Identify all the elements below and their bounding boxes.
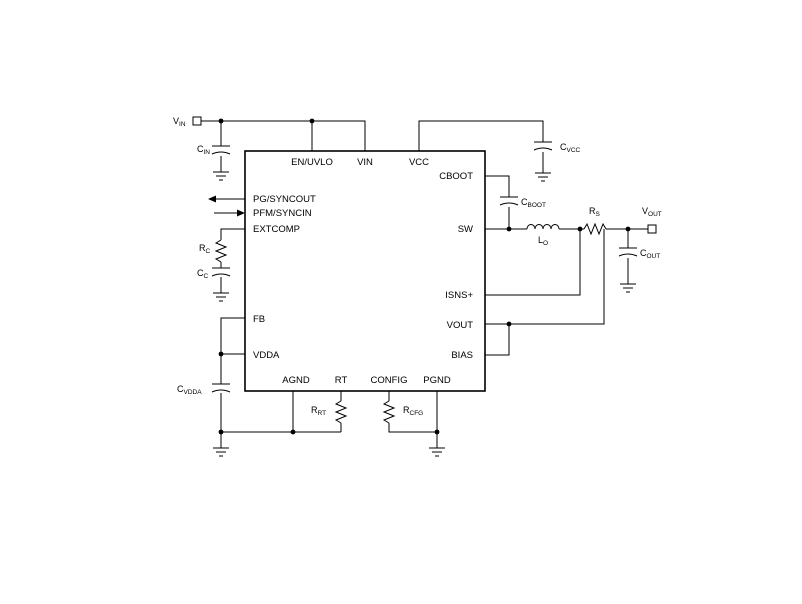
resistor-rc: RC: [199, 239, 228, 263]
ground-icon: [213, 292, 229, 302]
svg-text:CC: CC: [197, 268, 209, 280]
extcomp-wiring: [220, 228, 245, 293]
ic-body: [244, 150, 486, 392]
pin-vin: VIN: [357, 157, 373, 168]
ground-icon: [213, 447, 229, 457]
config-pgnd-wiring: [388, 391, 440, 448]
capacitor-cvdda: CVDDA: [177, 383, 231, 396]
arrow-left-icon: [208, 195, 245, 203]
pin-isns: ISNS+: [445, 290, 473, 301]
ground-icon: [535, 172, 551, 182]
pin-vdda: VDDA: [253, 350, 280, 361]
vin-terminal: VIN: [173, 116, 202, 128]
capacitor-cout: COUT: [618, 247, 660, 260]
capacitor-cboot: CBOOT: [499, 196, 546, 209]
resistor-rcfg: RCFG: [382, 400, 423, 424]
capacitor-cvcc: CVCC: [533, 141, 581, 154]
pin-sw: SW: [458, 224, 473, 235]
pin-extcomp: EXTCOMP: [253, 224, 300, 235]
svg-text:RC: RC: [199, 243, 211, 255]
svg-text:CIN: CIN: [197, 144, 210, 156]
capacitor-cin: CIN: [197, 144, 231, 156]
svg-text:CVCC: CVCC: [560, 142, 581, 154]
pin-en-uvlo: EN/UVLO: [291, 157, 333, 168]
output-wiring: [485, 226, 648, 356]
svg-text:LO: LO: [538, 235, 548, 247]
arrow-right-icon: [214, 209, 245, 217]
pin-vout: VOUT: [447, 320, 474, 331]
pin-agnd: AGND: [282, 375, 310, 386]
pin-fb: FB: [253, 314, 265, 325]
svg-text:VOUT: VOUT: [642, 206, 662, 218]
svg-text:COUT: COUT: [640, 248, 660, 260]
pin-vcc: VCC: [409, 157, 429, 168]
ground-icon: [213, 171, 229, 181]
capacitor-cc: CC: [197, 267, 231, 280]
inductor-lo: LO: [526, 224, 560, 247]
vcc-wiring: [418, 120, 544, 173]
resistor-rrt: RRT: [311, 400, 348, 424]
pin-rt: RT: [335, 375, 348, 386]
pin-pfm-syncin: PFM/SYNCIN: [253, 208, 312, 219]
pin-bias: BIAS: [451, 350, 473, 361]
pin-pg-syncout: PG/SYNCOUT: [253, 194, 316, 205]
ground-icon: [429, 447, 445, 457]
pin-pgnd: PGND: [423, 375, 451, 386]
svg-text:CBOOT: CBOOT: [521, 197, 546, 209]
cboot-wiring: [485, 175, 510, 229]
svg-text:VIN: VIN: [173, 116, 186, 128]
svg-text:RCFG: RCFG: [403, 405, 423, 417]
svg-text:RS: RS: [589, 206, 601, 218]
fb-vdda-wiring: [218, 317, 342, 448]
resistor-rs: RS: [583, 206, 607, 236]
pin-cboot: CBOOT: [439, 171, 473, 182]
ground-icon: [620, 283, 636, 293]
svg-text:CVDDA: CVDDA: [177, 384, 202, 396]
vin-wiring: [201, 118, 366, 172]
pin-config: CONFIG: [371, 375, 408, 386]
svg-text:RRT: RRT: [311, 405, 326, 417]
vout-terminal: VOUT: [642, 206, 662, 234]
